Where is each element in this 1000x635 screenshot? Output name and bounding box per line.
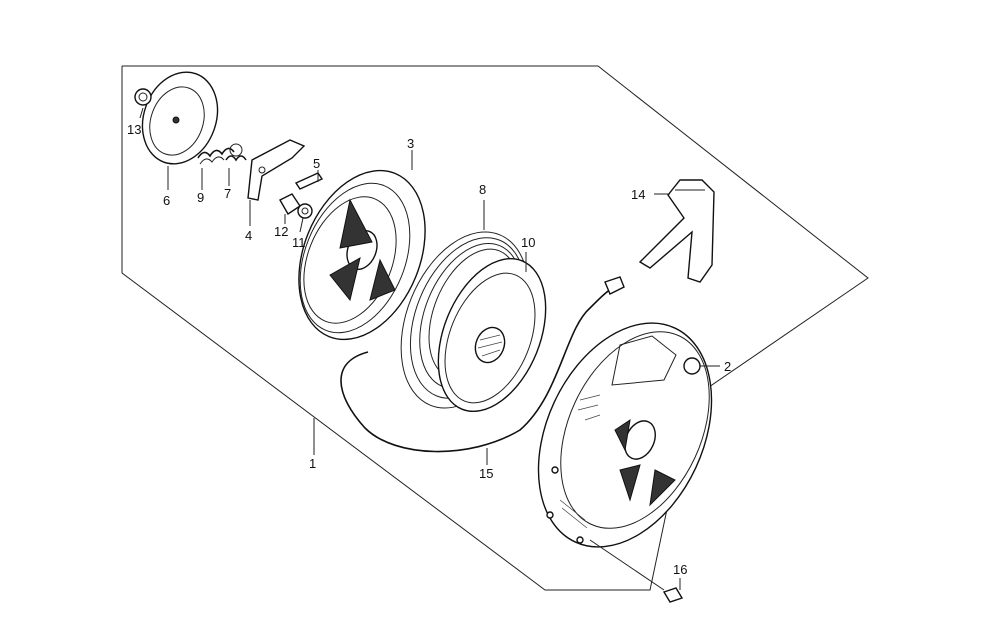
ratchet-pawl	[247, 139, 306, 201]
flange-bolt	[662, 587, 684, 603]
part-label-9: 9	[197, 190, 204, 205]
return-spring	[225, 143, 247, 162]
part-label-13: 13	[127, 122, 141, 137]
starter-grip	[638, 179, 715, 283]
part-label-7: 7	[224, 186, 231, 201]
part-label-1: 1	[309, 456, 316, 471]
part-label-10: 10	[521, 235, 535, 250]
part-label-4: 4	[245, 228, 252, 243]
part-label-12: 12	[274, 224, 288, 239]
part-label-16: 16	[673, 562, 687, 577]
rope-guide	[683, 357, 701, 375]
part-label-15: 15	[479, 466, 493, 481]
pin	[294, 172, 324, 190]
part-label-6: 6	[163, 193, 170, 208]
friction-spring	[197, 147, 235, 165]
washer	[297, 203, 313, 219]
starter-rope	[340, 276, 625, 453]
part-label-5: 5	[313, 156, 320, 171]
pawl-collar	[279, 193, 301, 215]
part-label-3: 3	[407, 136, 414, 151]
reel-pulley	[298, 169, 426, 341]
part-label-14: 14	[631, 187, 645, 202]
starter-case	[537, 322, 713, 548]
part-label-11: 11	[292, 235, 306, 250]
cover-plate	[141, 71, 219, 165]
spring-case	[437, 257, 547, 413]
part-label-8: 8	[479, 182, 486, 197]
nut	[134, 88, 152, 106]
part-label-2: 2	[724, 359, 731, 374]
leader-lines	[139, 107, 720, 591]
